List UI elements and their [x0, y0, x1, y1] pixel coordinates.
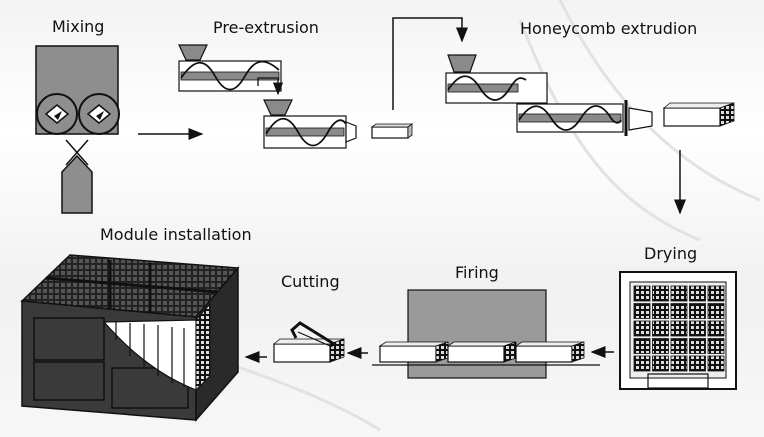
dryer-tray-block	[689, 303, 706, 319]
dryer-tray-block	[707, 285, 725, 302]
dryer-tray-block	[670, 285, 688, 302]
dryer-tray-block	[707, 303, 725, 319]
dryer-tray-block	[652, 355, 669, 372]
kiln-honeycomb-log	[446, 341, 517, 363]
label-firing: Firing	[455, 263, 499, 282]
dryer-tray-block	[652, 285, 669, 302]
dryer-tray-block	[707, 355, 725, 372]
label-drying: Drying	[644, 244, 698, 263]
dryer-tray-block	[670, 338, 688, 354]
catalyst-module-icon	[20, 254, 240, 422]
label-honeycomb-extrusion: Honeycomb extrudion	[520, 19, 698, 38]
dryer-tray-block	[633, 355, 651, 372]
dryer-tray-block	[689, 285, 706, 302]
kiln-honeycomb-log	[514, 341, 585, 363]
honeycomb-extruder-icon	[445, 54, 735, 136]
kiln-icon	[372, 289, 600, 379]
dryer-tray-block	[652, 303, 669, 319]
label-module-installation: Module installation	[100, 225, 252, 244]
dryer-icon	[619, 271, 737, 390]
kiln-honeycomb-log	[378, 341, 449, 363]
dryer-tray-block	[652, 320, 669, 337]
label-cutting: Cutting	[281, 272, 340, 291]
dryer-tray-block	[670, 303, 688, 319]
pre-extruder-icon	[178, 44, 414, 149]
dryer-tray-block	[633, 303, 651, 319]
cutter-icon	[272, 321, 345, 363]
dryer-tray-block	[633, 338, 651, 354]
dryer-tray-block	[652, 338, 669, 354]
mixer-icon	[35, 45, 120, 214]
label-pre-extrusion: Pre-extrusion	[213, 18, 319, 37]
dryer-tray-block	[707, 320, 725, 337]
dryer-tray-block	[670, 320, 688, 337]
dryer-tray-block	[689, 355, 706, 372]
label-mixing: Mixing	[52, 17, 105, 36]
dryer-tray-block	[670, 355, 688, 372]
arrow-pre-to-honeycomb	[392, 17, 468, 110]
dryer-tray-block	[633, 285, 651, 302]
dryer-tray-block	[707, 338, 725, 354]
dryer-tray-block	[689, 320, 706, 337]
dryer-tray-block	[689, 338, 706, 354]
dryer-tray-block	[633, 320, 651, 337]
